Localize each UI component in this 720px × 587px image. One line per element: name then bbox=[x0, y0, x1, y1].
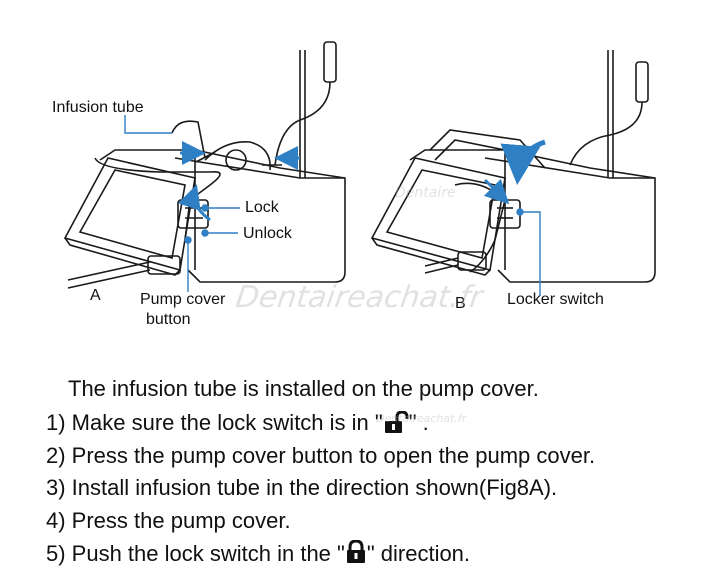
intro-line: The infusion tube is installed on the pu… bbox=[68, 376, 539, 401]
locked-padlock-icon bbox=[345, 539, 367, 570]
step-5-text-start: 5) Push the lock switch in the " bbox=[46, 541, 345, 566]
step-2-line: 2) Press the pump cover button to open t… bbox=[46, 443, 596, 468]
device-a-drawing bbox=[63, 41, 346, 289]
step-5-line: 5) Push the lock switch in the " " direct… bbox=[46, 539, 471, 570]
pump-cover-button-label-line2: button bbox=[146, 311, 191, 328]
unlock-label: Unlock bbox=[243, 225, 292, 242]
step-5-text-end: " direction. bbox=[366, 541, 471, 566]
step-4-line: 4) Press the pump cover. bbox=[46, 508, 291, 533]
figure-b-letter: B bbox=[455, 295, 466, 312]
infusion-tube-label: Infusion tube bbox=[52, 99, 144, 116]
unlocked-padlock-icon bbox=[383, 410, 409, 439]
step-3-line: 3) Install infusion tube in the directio… bbox=[46, 475, 558, 500]
pump-cover-button-label-line1: Pump cover bbox=[140, 291, 226, 308]
device-b-arrows bbox=[483, 139, 546, 205]
lock-label: Lock bbox=[245, 199, 279, 216]
device-b-drawing bbox=[370, 50, 656, 283]
figure-a-letter: A bbox=[90, 287, 101, 304]
step-1-text-start: 1) Make sure the lock switch is in " bbox=[46, 410, 383, 435]
device-a-leader-lines bbox=[124, 115, 240, 292]
step-1-text-end: " . bbox=[408, 410, 429, 435]
device-b-leader-lines bbox=[516, 208, 541, 296]
device-a-arrows bbox=[177, 141, 300, 222]
device-illustrations bbox=[63, 41, 656, 296]
installation-figure: Infusion tube Lock Unlock Pump cover but… bbox=[52, 41, 656, 328]
step-1-line: 1) Make sure the lock switch is in " " . bbox=[46, 410, 429, 439]
locker-switch-label: Locker switch bbox=[507, 291, 604, 308]
